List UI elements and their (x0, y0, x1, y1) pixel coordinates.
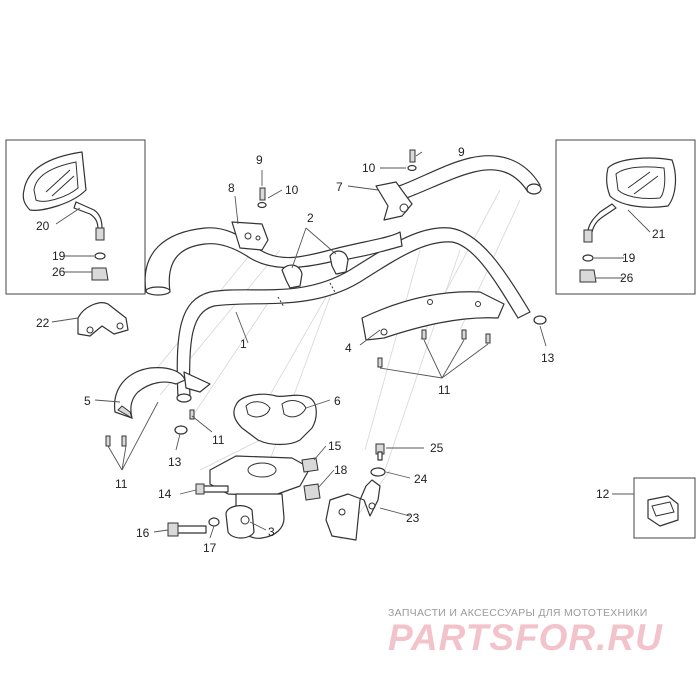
callout-14: 14 (158, 487, 172, 501)
upper-right-tube-end (526, 183, 542, 195)
right-mirror-stem (583, 229, 593, 243)
bolt-9-right (407, 149, 417, 172)
right-mirror-inset-box (555, 139, 696, 295)
o-ring-13-left (174, 425, 188, 435)
callout-9-left: 9 (256, 153, 263, 167)
main-tube-bands (277, 282, 337, 308)
upper-left-tube (144, 227, 403, 293)
callout-26-right: 26 (620, 271, 634, 285)
callout-24: 24 (414, 472, 428, 486)
callout-11-right: 11 (438, 383, 451, 397)
washer-19-right (582, 254, 594, 262)
left-mirror-stem (95, 227, 105, 241)
callout-13-right: 13 (541, 351, 555, 365)
bolt-14 (195, 483, 229, 495)
nut-15 (301, 457, 319, 473)
callout-10-left: 10 (285, 183, 299, 197)
callout-11-center: 11 (212, 433, 225, 447)
main-tube (176, 227, 531, 399)
watermark-brand: PARTSFOR.RU (388, 617, 663, 658)
callout-2: 2 (307, 211, 314, 225)
stem-lower (225, 505, 255, 539)
callout-10-right: 10 (362, 161, 376, 175)
callout-26-left: 26 (52, 265, 66, 279)
bolt-9-left (257, 187, 267, 209)
callout-18: 18 (334, 463, 348, 477)
left-mirror (22, 151, 105, 241)
nut-26-right (579, 269, 597, 283)
callout-17: 17 (203, 541, 217, 555)
callout-3: 3 (268, 525, 275, 539)
headlight-cover (233, 393, 317, 446)
o-ring-13-right (533, 315, 547, 325)
callout-22: 22 (36, 316, 50, 330)
tube-mount-plate-8 (231, 221, 269, 251)
callout-23: 23 (406, 511, 420, 525)
clamp-2-left (281, 264, 303, 289)
washer-17 (208, 517, 220, 527)
nut-26-left (91, 267, 109, 281)
callout-19-left: 19 (52, 249, 66, 263)
callout-15: 15 (328, 439, 342, 453)
watermark-tagline: ЗАПЧАСТИ И АКСЕССУАРЫ ДЛЯ МОТОТЕХНИКИ (388, 607, 648, 619)
callout-20: 20 (36, 219, 50, 233)
callout-7: 7 (336, 180, 343, 194)
left-mirror-inset-box (5, 139, 146, 295)
callout-4: 4 (345, 341, 352, 355)
bracket-22 (77, 302, 129, 337)
callout-6: 6 (334, 394, 341, 408)
callout-9-right: 9 (458, 145, 465, 159)
lower-left-bracket (113, 367, 186, 419)
bushing-18 (303, 483, 321, 501)
callout-12: 12 (596, 487, 610, 501)
callout-21: 21 (652, 227, 666, 241)
right-mirror (583, 157, 677, 243)
main-tube-end (176, 393, 192, 403)
upper-left-tube-end (145, 286, 171, 296)
callout-13-left: 13 (168, 455, 182, 469)
leader-lines (51, 151, 651, 539)
screws-11 (105, 329, 491, 447)
callout-labels: 1 2 3 4 5 6 7 8 9 9 10 10 11 11 11 12 13… (36, 145, 666, 555)
callout-1: 1 (240, 337, 247, 351)
lower-right-bracket (361, 291, 505, 341)
lower-left-bracket-lug (183, 371, 211, 393)
lower-left-bracket-tab (117, 405, 133, 420)
callout-16: 16 (136, 526, 150, 540)
callout-5: 5 (84, 394, 91, 408)
clamp-2-right (329, 250, 349, 275)
callout-8: 8 (228, 181, 235, 195)
bolt-25 (375, 443, 385, 461)
side-bracket-23 (325, 479, 381, 541)
washer-19-left (94, 252, 106, 260)
clip-inset-box (633, 477, 696, 539)
callout-11-left: 11 (115, 477, 128, 491)
bolt-16 (167, 522, 207, 537)
washer-24 (370, 467, 386, 477)
callout-19-right: 19 (622, 251, 636, 265)
callout-25: 25 (430, 441, 444, 455)
tube-mount-plate-7 (375, 181, 413, 221)
